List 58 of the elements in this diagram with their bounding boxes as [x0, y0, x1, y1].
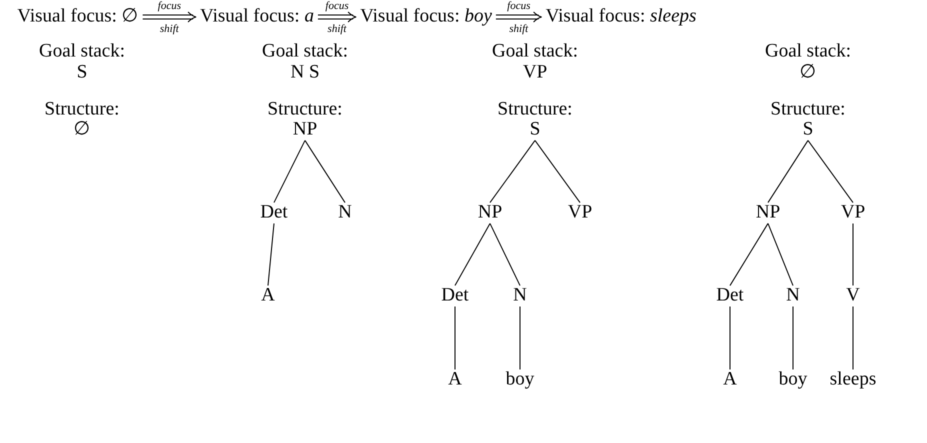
tree-branch-line	[490, 140, 536, 204]
text-label: Structure:	[498, 100, 572, 120]
text-label: ∅	[74, 120, 90, 140]
visual-focus-heading: Visual focus: ∅	[13, 6, 143, 28]
tree-node-label: A	[259, 286, 277, 306]
text-label: Structure:	[770, 100, 846, 120]
tree-branch-line	[730, 222, 768, 286]
tree-node-label: V	[844, 286, 862, 306]
goal-stack-heading: Goal stack:	[765, 42, 851, 62]
visual-focus-heading: Visual focus: boy	[356, 6, 496, 28]
goal-stack-heading: Goal stack:	[262, 42, 348, 62]
edge-label: focus shift	[158, 0, 181, 37]
tree-node-label: sleeps	[828, 370, 878, 390]
tree-node-label: NP	[290, 120, 320, 140]
double-arrow	[317, 12, 357, 22]
text-label: VP	[522, 62, 548, 84]
tree-node-label: S	[528, 120, 542, 140]
tree-branch-line	[852, 222, 854, 286]
double-arrow	[142, 12, 197, 22]
edge-label: focus shift	[325, 0, 349, 37]
text-label: S	[76, 62, 88, 84]
text-label: N S	[290, 62, 320, 84]
visual-focus-heading: Visual focus: sleeps	[542, 6, 700, 28]
tree-branch-line	[304, 140, 346, 204]
tree-node-label: boy	[504, 370, 536, 390]
goal-stack-heading: Goal stack:	[39, 42, 125, 62]
tree-branch-line	[768, 140, 808, 204]
goal-stack-heading: Goal stack:	[492, 42, 578, 62]
text-label: Structure:	[268, 100, 342, 120]
tree-branch-line	[534, 140, 580, 204]
tree-branch-line	[792, 306, 794, 370]
tree-branch-line	[808, 140, 854, 204]
tree-node-label: NP	[754, 202, 782, 224]
tree-branch-line	[852, 306, 854, 370]
tree-branch-line	[768, 222, 794, 286]
text-label: ∅	[800, 62, 816, 84]
tree-node-label: A	[721, 370, 739, 390]
tree-node-label: VP	[566, 202, 594, 224]
tree-node-label: A	[446, 370, 464, 390]
tree-node-label: Det	[714, 286, 746, 306]
tree-branch-line	[268, 222, 274, 286]
tree-node-label: N	[336, 202, 354, 224]
double-arrow	[495, 12, 542, 22]
tree-branch-line	[490, 222, 520, 286]
tree-node-label: Det	[439, 286, 471, 306]
visual-focus-heading: Visual focus: a	[196, 6, 318, 28]
tree-node-label: N	[511, 286, 529, 306]
tree-node-label: S	[800, 120, 816, 140]
tree-branch-line	[454, 306, 456, 370]
tree-node-label: VP	[838, 202, 868, 224]
text-label: Structure:	[44, 100, 120, 120]
tree-node-label: Det	[258, 202, 290, 224]
edge-label: focus shift	[507, 0, 530, 37]
tree-branch-line	[454, 222, 490, 286]
tree-node-label: NP	[476, 202, 504, 224]
tree-branch-line	[274, 140, 306, 204]
tree-node-label: N	[784, 286, 802, 306]
tree-node-label: boy	[776, 370, 810, 390]
